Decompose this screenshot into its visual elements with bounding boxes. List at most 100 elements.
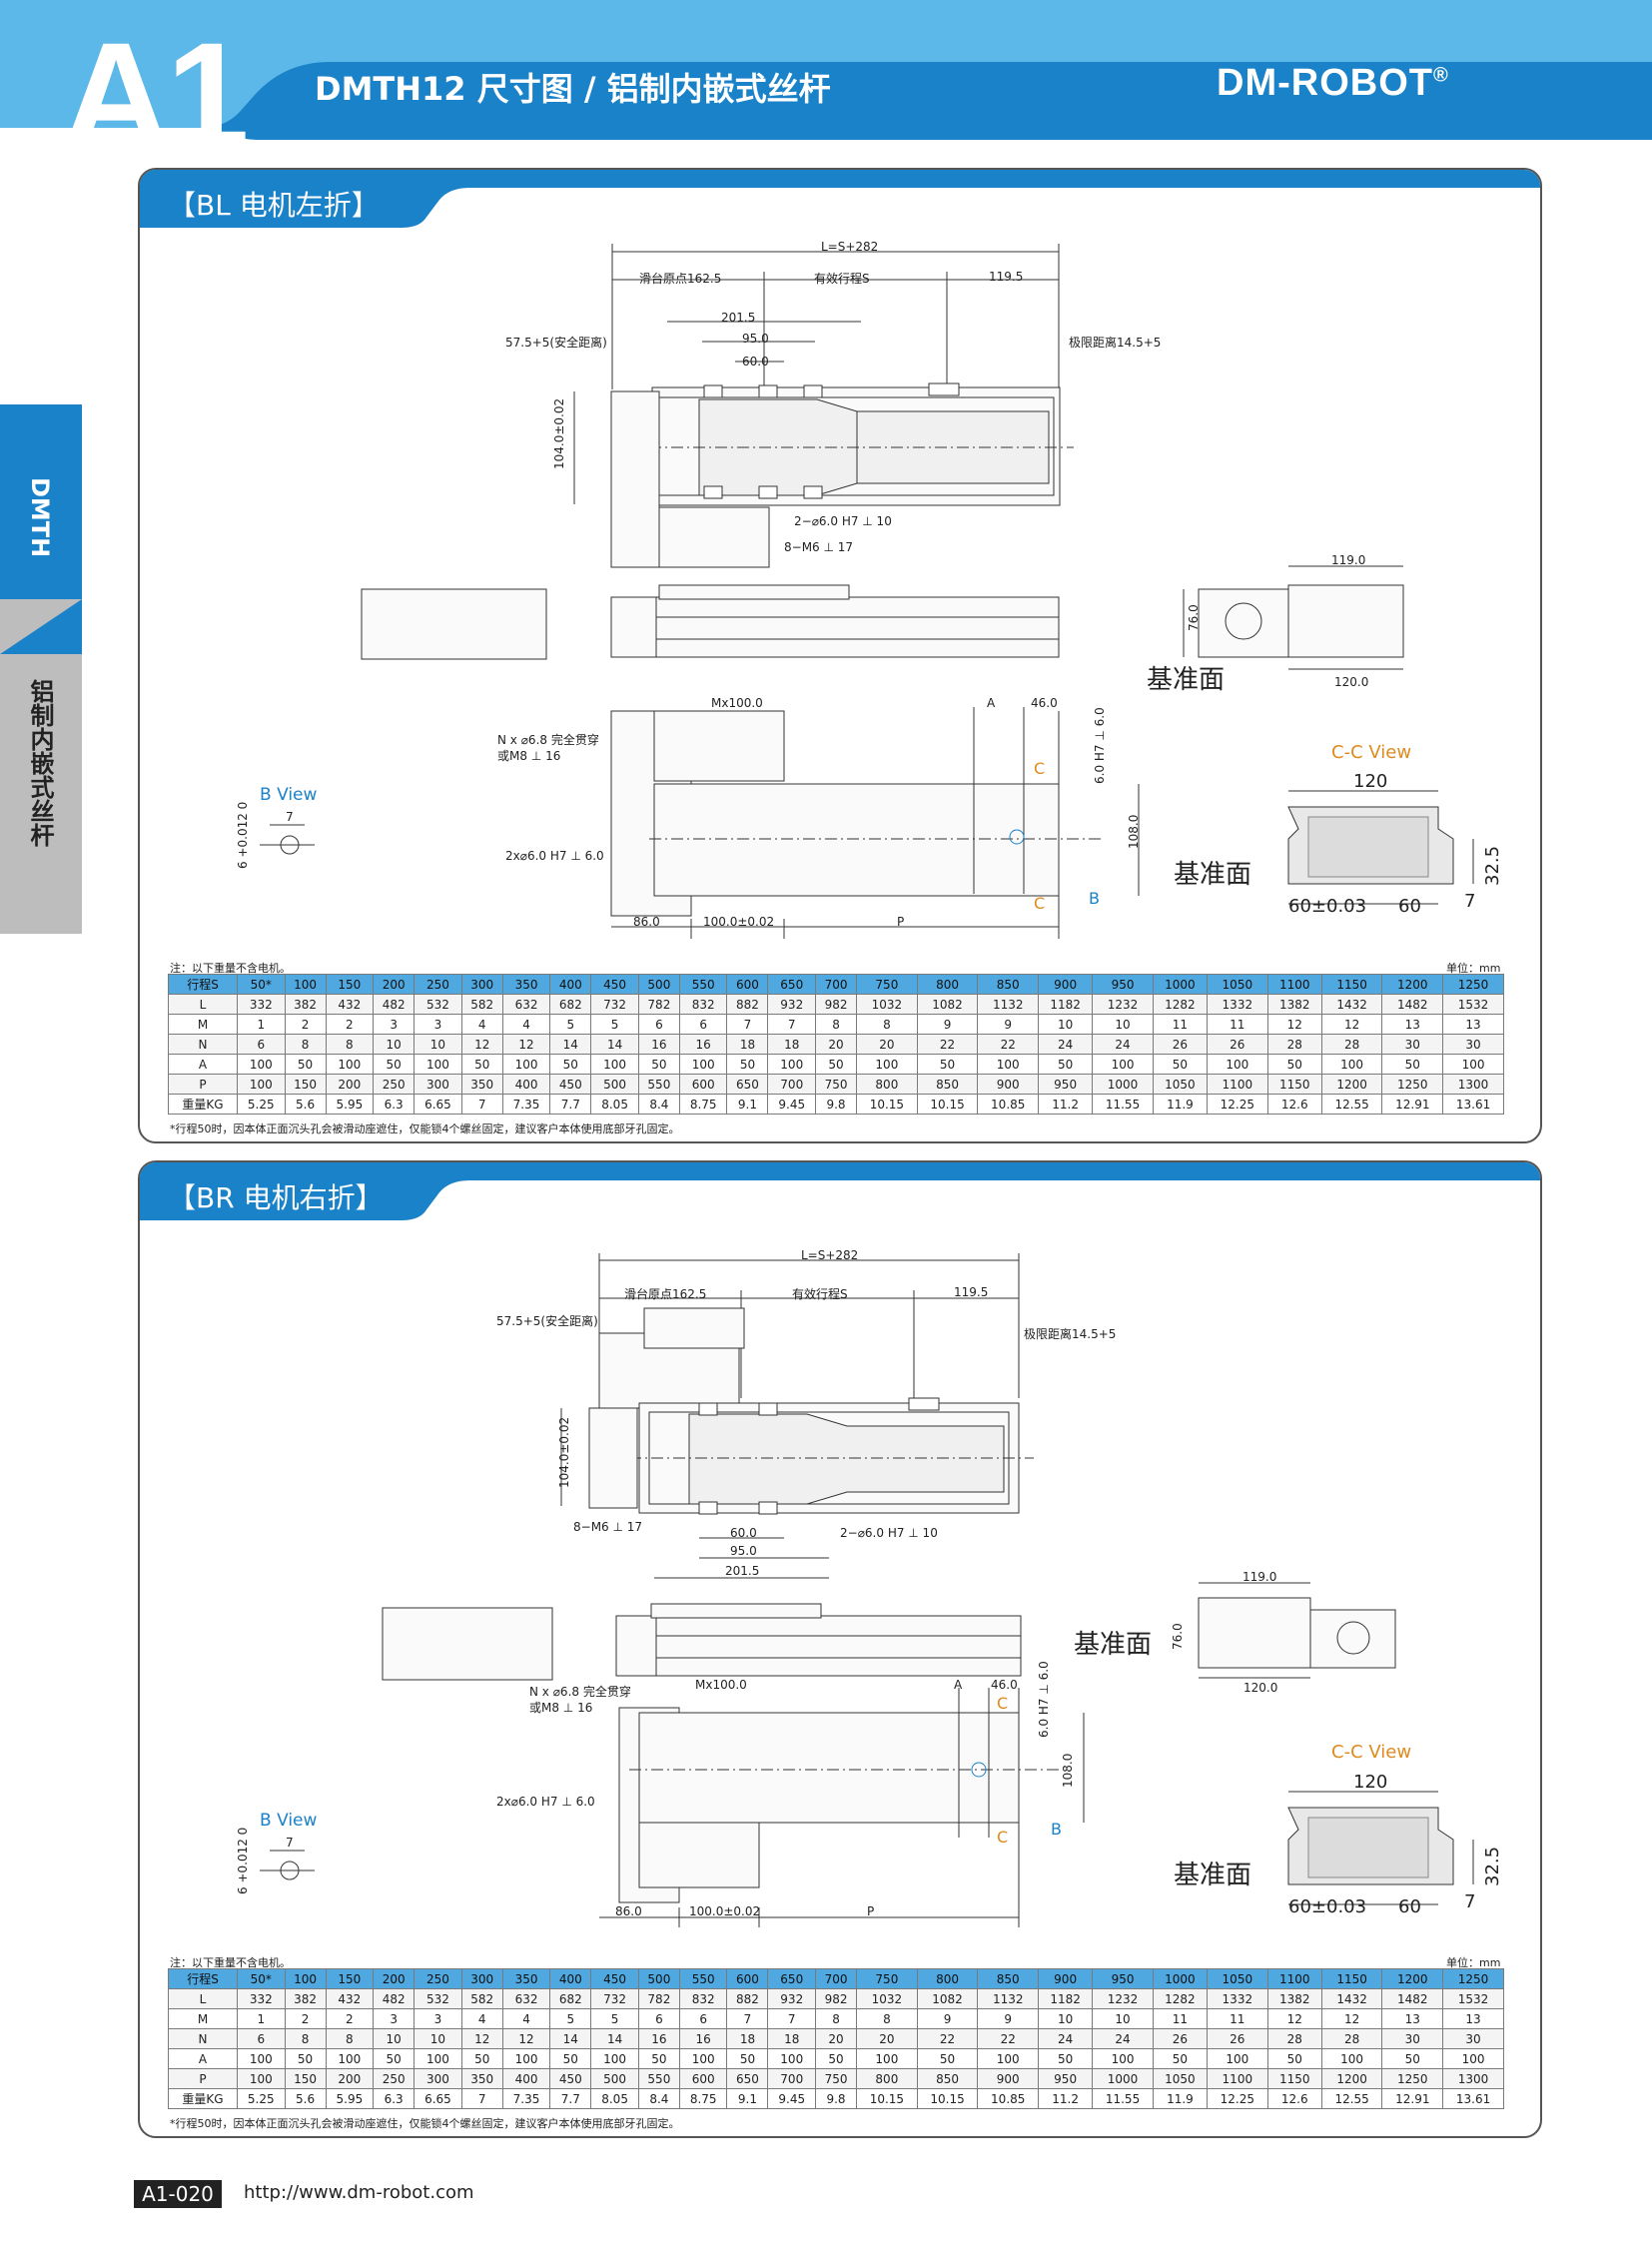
dim-origin: 滑台原点162.5 bbox=[639, 272, 722, 286]
table-cell: 100 bbox=[1320, 1054, 1383, 1075]
table-cell: 11 bbox=[1152, 2008, 1208, 2029]
table-cell: 100 bbox=[1206, 1054, 1268, 1075]
table-cell: 7 bbox=[460, 1094, 503, 1115]
table-cell: 1200 bbox=[1381, 974, 1444, 995]
table-cell: 550 bbox=[637, 2068, 680, 2089]
table-cell: 6 bbox=[237, 1034, 286, 1055]
table-cell: 250 bbox=[373, 2068, 415, 2089]
table-cell: 850 bbox=[916, 1074, 979, 1095]
table-cell: 50 bbox=[726, 2048, 769, 2069]
table-cell: 950 bbox=[1038, 2068, 1094, 2089]
table-cell: 750 bbox=[815, 2068, 858, 2089]
table-cell: 1100 bbox=[1206, 2068, 1268, 2089]
hole-callout: N x ⌀6.8 完全贯穿 bbox=[497, 733, 599, 747]
table-cell: 1000 bbox=[1092, 1074, 1154, 1095]
dim-95: 95.0 bbox=[730, 1544, 757, 1558]
table-cell: 8 bbox=[325, 2028, 375, 2049]
website-link[interactable]: http://www.dm-robot.com bbox=[244, 2182, 474, 2203]
table-cell: 100 bbox=[856, 2048, 918, 2069]
row-label: A bbox=[168, 2048, 238, 2069]
table-cell: 22 bbox=[977, 2028, 1040, 2049]
table-note: 注：以下重量不含电机。 bbox=[170, 1956, 291, 1969]
dim-stroke: 有效行程S bbox=[814, 272, 870, 286]
table-cell: 1132 bbox=[977, 994, 1040, 1015]
table-cell: 982 bbox=[815, 1988, 858, 2009]
dim-side-h: 76.0 bbox=[1171, 1623, 1185, 1650]
b-view-dim: 7 bbox=[286, 810, 294, 824]
table-cell: 13 bbox=[1381, 2008, 1444, 2029]
table-cell: 10.15 bbox=[916, 1094, 979, 1115]
table-cell: 24 bbox=[1092, 1034, 1154, 1055]
table-cell: 500 bbox=[590, 2068, 639, 2089]
table-cell: 100 bbox=[284, 974, 327, 995]
table-cell: 1250 bbox=[1442, 1968, 1504, 1989]
b-view-dim: 7 bbox=[286, 1836, 294, 1850]
table-cell: 50* bbox=[237, 974, 286, 995]
side-tab-shape bbox=[0, 599, 82, 934]
table-cell: 50 bbox=[373, 1054, 415, 1075]
table-cell: 12 bbox=[460, 2028, 503, 2049]
dim-108: 108.0 bbox=[1061, 1753, 1075, 1788]
table-cell: 1532 bbox=[1442, 994, 1504, 1015]
table-cell: 1100 bbox=[1266, 974, 1322, 995]
table-cell: 250 bbox=[413, 1968, 462, 1989]
table-cell: 6.3 bbox=[373, 1094, 415, 1115]
table-cell: 10 bbox=[1038, 2008, 1094, 2029]
table-cell: 100 bbox=[678, 1054, 728, 1075]
table-cell: 7 bbox=[726, 2008, 769, 2029]
table-cell: 11.55 bbox=[1092, 2088, 1154, 2109]
row-label: N bbox=[168, 1034, 238, 1055]
table-cell: 1382 bbox=[1266, 994, 1322, 1015]
table-cell: 50 bbox=[373, 2048, 415, 2069]
table-cell: 10 bbox=[373, 2028, 415, 2049]
table-cell: 50 bbox=[1152, 2048, 1208, 2069]
table-unit: 单位：mm bbox=[1446, 962, 1501, 975]
dim-46: 46.0 bbox=[991, 1678, 1018, 1692]
table-cell: 100 bbox=[1320, 2048, 1383, 2069]
table-cell: 582 bbox=[460, 1988, 503, 2009]
table-cell: 200 bbox=[325, 1074, 375, 1095]
table-cell: 932 bbox=[767, 1988, 817, 2009]
table-cell: 2 bbox=[325, 2008, 375, 2029]
table-cell: 482 bbox=[373, 994, 415, 1015]
dim-100: 100.0±0.02 bbox=[703, 915, 775, 929]
section-c-top: C bbox=[1034, 759, 1046, 778]
table-cell: 9.8 bbox=[815, 2088, 858, 2109]
table-cell: 30 bbox=[1381, 1034, 1444, 1055]
table-cell: 682 bbox=[549, 994, 592, 1015]
table-cell: 450 bbox=[549, 2068, 592, 2089]
table-cell: 1332 bbox=[1206, 994, 1268, 1015]
table-cell: 50 bbox=[549, 2048, 592, 2069]
table-cell: 28 bbox=[1266, 2028, 1322, 2049]
table-cell: 1050 bbox=[1152, 2068, 1208, 2089]
table-cell: 50 bbox=[1266, 2048, 1322, 2069]
row-label: L bbox=[168, 994, 238, 1015]
table-cell: 30 bbox=[1442, 2028, 1504, 2049]
table-cell: 1250 bbox=[1381, 2068, 1444, 2089]
row-label: 重量KG bbox=[168, 1094, 238, 1115]
dim-86: 86.0 bbox=[615, 1904, 642, 1918]
table-cell: 8 bbox=[284, 2028, 327, 2049]
series-mark: A1 bbox=[62, 11, 250, 179]
row-label: P bbox=[168, 2068, 238, 2089]
table-cell: 300 bbox=[413, 2068, 462, 2089]
hole-callout-alt: 或M8 ⊥ 16 bbox=[529, 1701, 593, 1715]
dim-limit: 极限距离14.5+5 bbox=[1024, 1327, 1117, 1341]
table-cell: 500 bbox=[637, 1968, 680, 1989]
table-cell: 2 bbox=[284, 2008, 327, 2029]
table-cell: 3 bbox=[413, 2008, 462, 2029]
table-cell: 8.75 bbox=[678, 2088, 728, 2109]
table-cell: 100 bbox=[237, 2068, 286, 2089]
table-cell: 1282 bbox=[1152, 994, 1208, 1015]
b-view-title: B View bbox=[260, 1811, 318, 1831]
table-cell: 100 bbox=[1206, 2048, 1268, 2069]
dim-end: 119.5 bbox=[989, 270, 1024, 284]
table-cell: 18 bbox=[767, 2028, 817, 2049]
table-cell: 150 bbox=[325, 974, 375, 995]
row-label: N bbox=[168, 2028, 238, 2049]
table-cell: 500 bbox=[590, 1074, 639, 1095]
header-top-band bbox=[0, 0, 1652, 62]
cc-dim-l: 60±0.03 bbox=[1288, 1896, 1367, 1917]
